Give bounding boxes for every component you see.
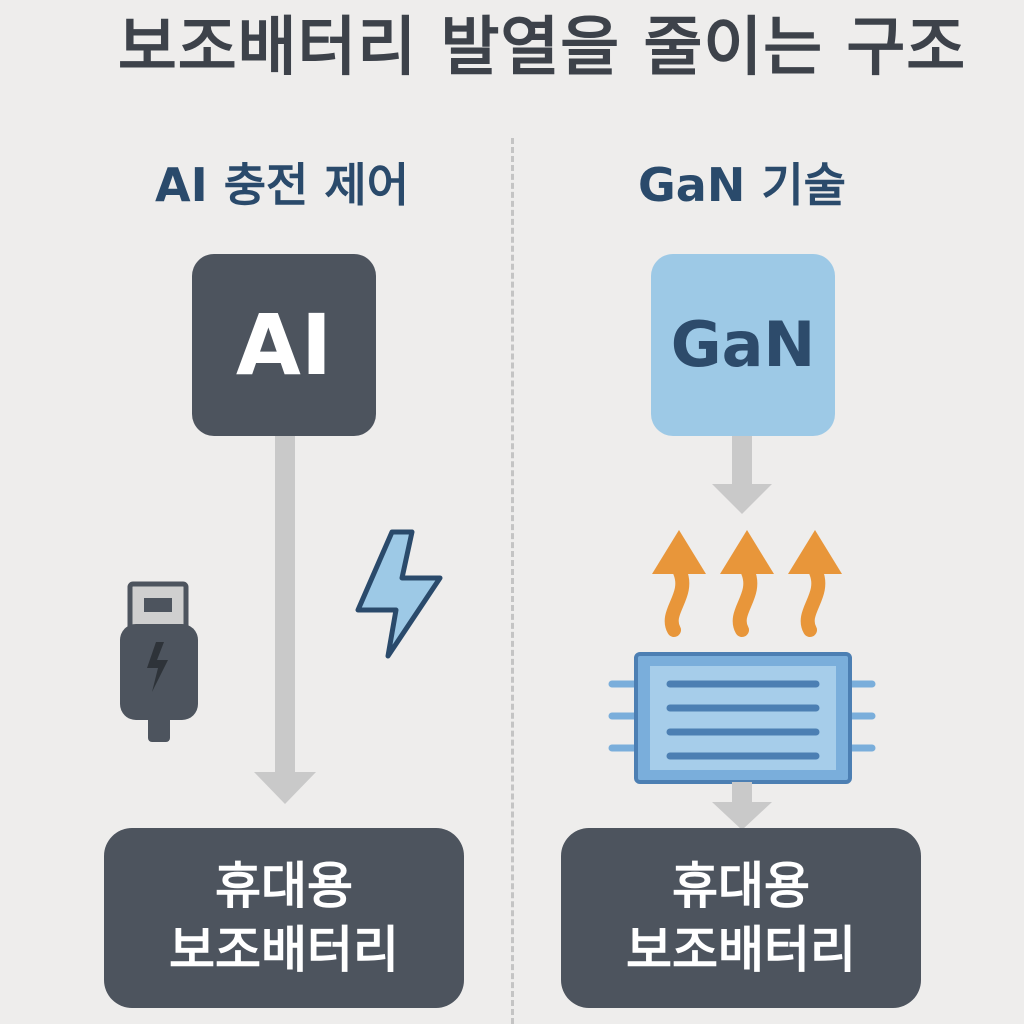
usb-plug-icon bbox=[120, 581, 198, 742]
power-bank-label-line1: 휴대용 bbox=[215, 857, 353, 915]
heat-wave-icon bbox=[664, 565, 826, 637]
page-title: 보조배터리 발열을 줄이는 구조 bbox=[117, 11, 967, 85]
section-heading-gan: GaN 기술 bbox=[638, 158, 846, 212]
power-bank-label-line1: 휴대용 bbox=[672, 857, 810, 915]
gan-chip-icon bbox=[608, 652, 876, 784]
power-bank-box-left: 휴대용 보조배터리 bbox=[104, 828, 464, 1008]
lightning-bolt-icon bbox=[355, 529, 443, 659]
power-bank-box-right: 휴대용 보조배터리 bbox=[561, 828, 921, 1008]
gan-box: GaN bbox=[651, 254, 835, 436]
power-bank-label-line2: 보조배터리 bbox=[169, 921, 399, 979]
chip-flow-arrow bbox=[712, 782, 772, 830]
ai-box: AI bbox=[192, 254, 376, 436]
section-heading-ai: AI 충전 제어 bbox=[154, 158, 410, 212]
section-divider bbox=[511, 138, 514, 1024]
gan-flow-arrow bbox=[712, 436, 772, 514]
power-bank-label-line2: 보조배터리 bbox=[626, 921, 856, 979]
heat-arrowheads bbox=[652, 530, 842, 574]
ai-flow-arrow bbox=[254, 436, 316, 804]
